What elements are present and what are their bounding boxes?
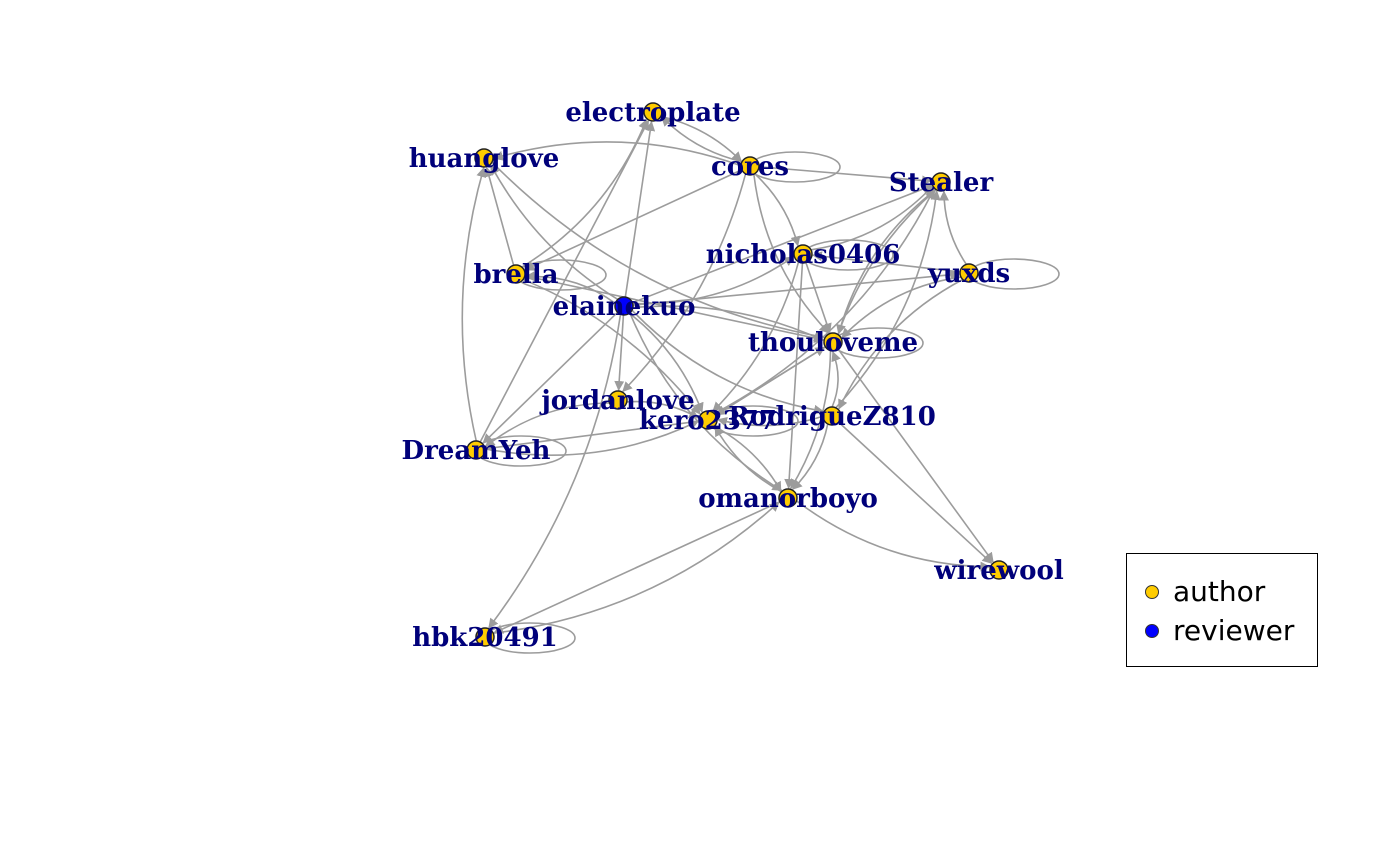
reviewer-color-swatch xyxy=(1145,624,1159,638)
edge-jordanlove-to-kero2377 xyxy=(626,400,700,419)
edge-kero2377-to-Stealer xyxy=(713,188,935,415)
edge-elainekuo-to-brella xyxy=(524,271,616,305)
node-label-jordanlove: jordanlove xyxy=(539,386,694,416)
node-label-thouloveme: thouloveme xyxy=(748,328,918,358)
node-huanglove xyxy=(474,148,494,168)
edge-DreamYeh-to-huanglove xyxy=(461,167,487,442)
edge-brella-to-huanglove xyxy=(484,166,515,266)
node-label-yuxds: yuxds xyxy=(927,259,1010,289)
node-label-elainekuo: elainekuo xyxy=(553,292,696,322)
legend-label-reviewer: reviewer xyxy=(1173,614,1295,647)
edge-nicholas0406-to-omanorboyo xyxy=(784,262,804,490)
edge-kero2377-to-DreamYeh xyxy=(484,420,700,453)
node-brella xyxy=(506,264,526,284)
edge-RodrigueZ810-to-wirewool xyxy=(838,421,993,564)
node-nicholas0406 xyxy=(793,244,813,264)
node-label-hbk20491: hbk20491 xyxy=(412,623,558,653)
edge-elainekuo-to-electroplate xyxy=(624,120,656,298)
edge-brella-to-kero2377 xyxy=(522,278,701,415)
node-label-cores: cores xyxy=(711,152,789,182)
edge-nicholas0406-to-kero2377 xyxy=(712,261,800,413)
node-hbk20491 xyxy=(475,627,495,647)
edge-thouloveme-to-wirewool xyxy=(837,348,994,563)
node-label-wirewool: wirewool xyxy=(933,556,1064,586)
edge-electroplate-to-cores xyxy=(660,115,742,162)
edge-RodrigueZ810-to-kero2377 xyxy=(717,415,824,427)
edge-thouloveme-to-kero2377 xyxy=(715,346,826,416)
edges-layer xyxy=(461,115,994,635)
edge-cores-to-huanglove xyxy=(493,141,742,167)
node-label-kero2377: kero2377 xyxy=(639,406,777,436)
edge-yuxds-to-Stealer xyxy=(939,190,968,265)
node-label-nicholas0406: nicholas0406 xyxy=(706,240,901,270)
edge-DreamYeh-to-kero2377 xyxy=(484,420,699,456)
node-label-electroplate: electroplate xyxy=(565,98,740,128)
node-RodrigueZ810 xyxy=(822,406,842,426)
edge-elainekuo-to-DreamYeh xyxy=(482,311,619,444)
edge-RodrigueZ810-to-Stealer xyxy=(835,190,941,409)
edge-omanorboyo-to-wirewool xyxy=(796,500,991,572)
edge-elainekuo-to-RodrigueZ810 xyxy=(631,309,825,415)
node-electroplate xyxy=(643,102,663,122)
edge-RodrigueZ810-to-thouloveme xyxy=(831,351,841,408)
edge-elainekuo-to-kero2377 xyxy=(628,312,704,413)
node-yuxds xyxy=(959,263,979,283)
legend: author reviewer xyxy=(1126,553,1318,667)
node-label-omanorboyo: omanorboyo xyxy=(698,484,878,514)
node-cores xyxy=(740,156,760,176)
edge-cores-to-jordanlove xyxy=(622,173,747,393)
node-label-Stealer: Stealer xyxy=(889,168,994,198)
edge-elainekuo-to-Stealer xyxy=(632,184,933,304)
node-label-DreamYeh: DreamYeh xyxy=(402,436,551,466)
edge-RodrigueZ810-to-omanorboyo xyxy=(792,423,829,490)
edge-thouloveme-to-Stealer xyxy=(837,189,937,335)
legend-item-reviewer: reviewer xyxy=(1145,617,1294,645)
node-DreamYeh xyxy=(466,440,486,460)
edge-yuxds-to-RodrigueZ810 xyxy=(838,278,964,410)
edge-elainekuo-to-huanglove xyxy=(490,164,619,301)
edge-omanorboyo-to-kero2377 xyxy=(714,426,782,493)
edge-hbk20491-to-omanorboyo xyxy=(493,501,780,635)
legend-item-author: author xyxy=(1145,578,1265,606)
edge-nicholas0406-to-thouloveme xyxy=(805,262,832,334)
edge-Stealer-to-thouloveme xyxy=(836,188,937,335)
edge-cores-to-nicholas0406 xyxy=(754,173,801,247)
node-label-brella: brella xyxy=(473,260,558,290)
edge-cores-to-thouloveme xyxy=(753,174,830,334)
edge-elainekuo-to-jordanlove xyxy=(614,314,625,392)
author-color-swatch xyxy=(1145,585,1159,599)
node-kero2377 xyxy=(698,410,718,430)
nodes-layer xyxy=(466,102,1009,647)
legend-label-author: author xyxy=(1173,575,1266,608)
edge-DreamYeh-to-electroplate xyxy=(479,119,650,443)
node-omanorboyo xyxy=(778,488,798,508)
node-wirewool xyxy=(989,560,1009,580)
edge-thouloveme-to-omanorboyo xyxy=(790,350,832,490)
node-Stealer xyxy=(931,172,951,192)
edge-yuxds-to-thouloveme xyxy=(841,276,962,339)
edge-elainekuo-to-hbk20491 xyxy=(488,314,622,629)
node-label-huanglove: huanglove xyxy=(409,144,560,174)
node-label-RodrigueZ810: RodrigueZ810 xyxy=(728,402,936,432)
node-thouloveme xyxy=(823,332,843,352)
edge-elainekuo-to-thouloveme xyxy=(632,305,825,342)
edge-nicholas0406-to-Stealer xyxy=(810,185,933,251)
node-elainekuo xyxy=(614,296,634,316)
edge-cores-to-brella xyxy=(524,169,743,271)
node-jordanlove xyxy=(608,390,628,410)
edge-omanorboyo-to-hbk20491 xyxy=(493,501,781,634)
edge-cores-to-Stealer xyxy=(758,165,933,186)
